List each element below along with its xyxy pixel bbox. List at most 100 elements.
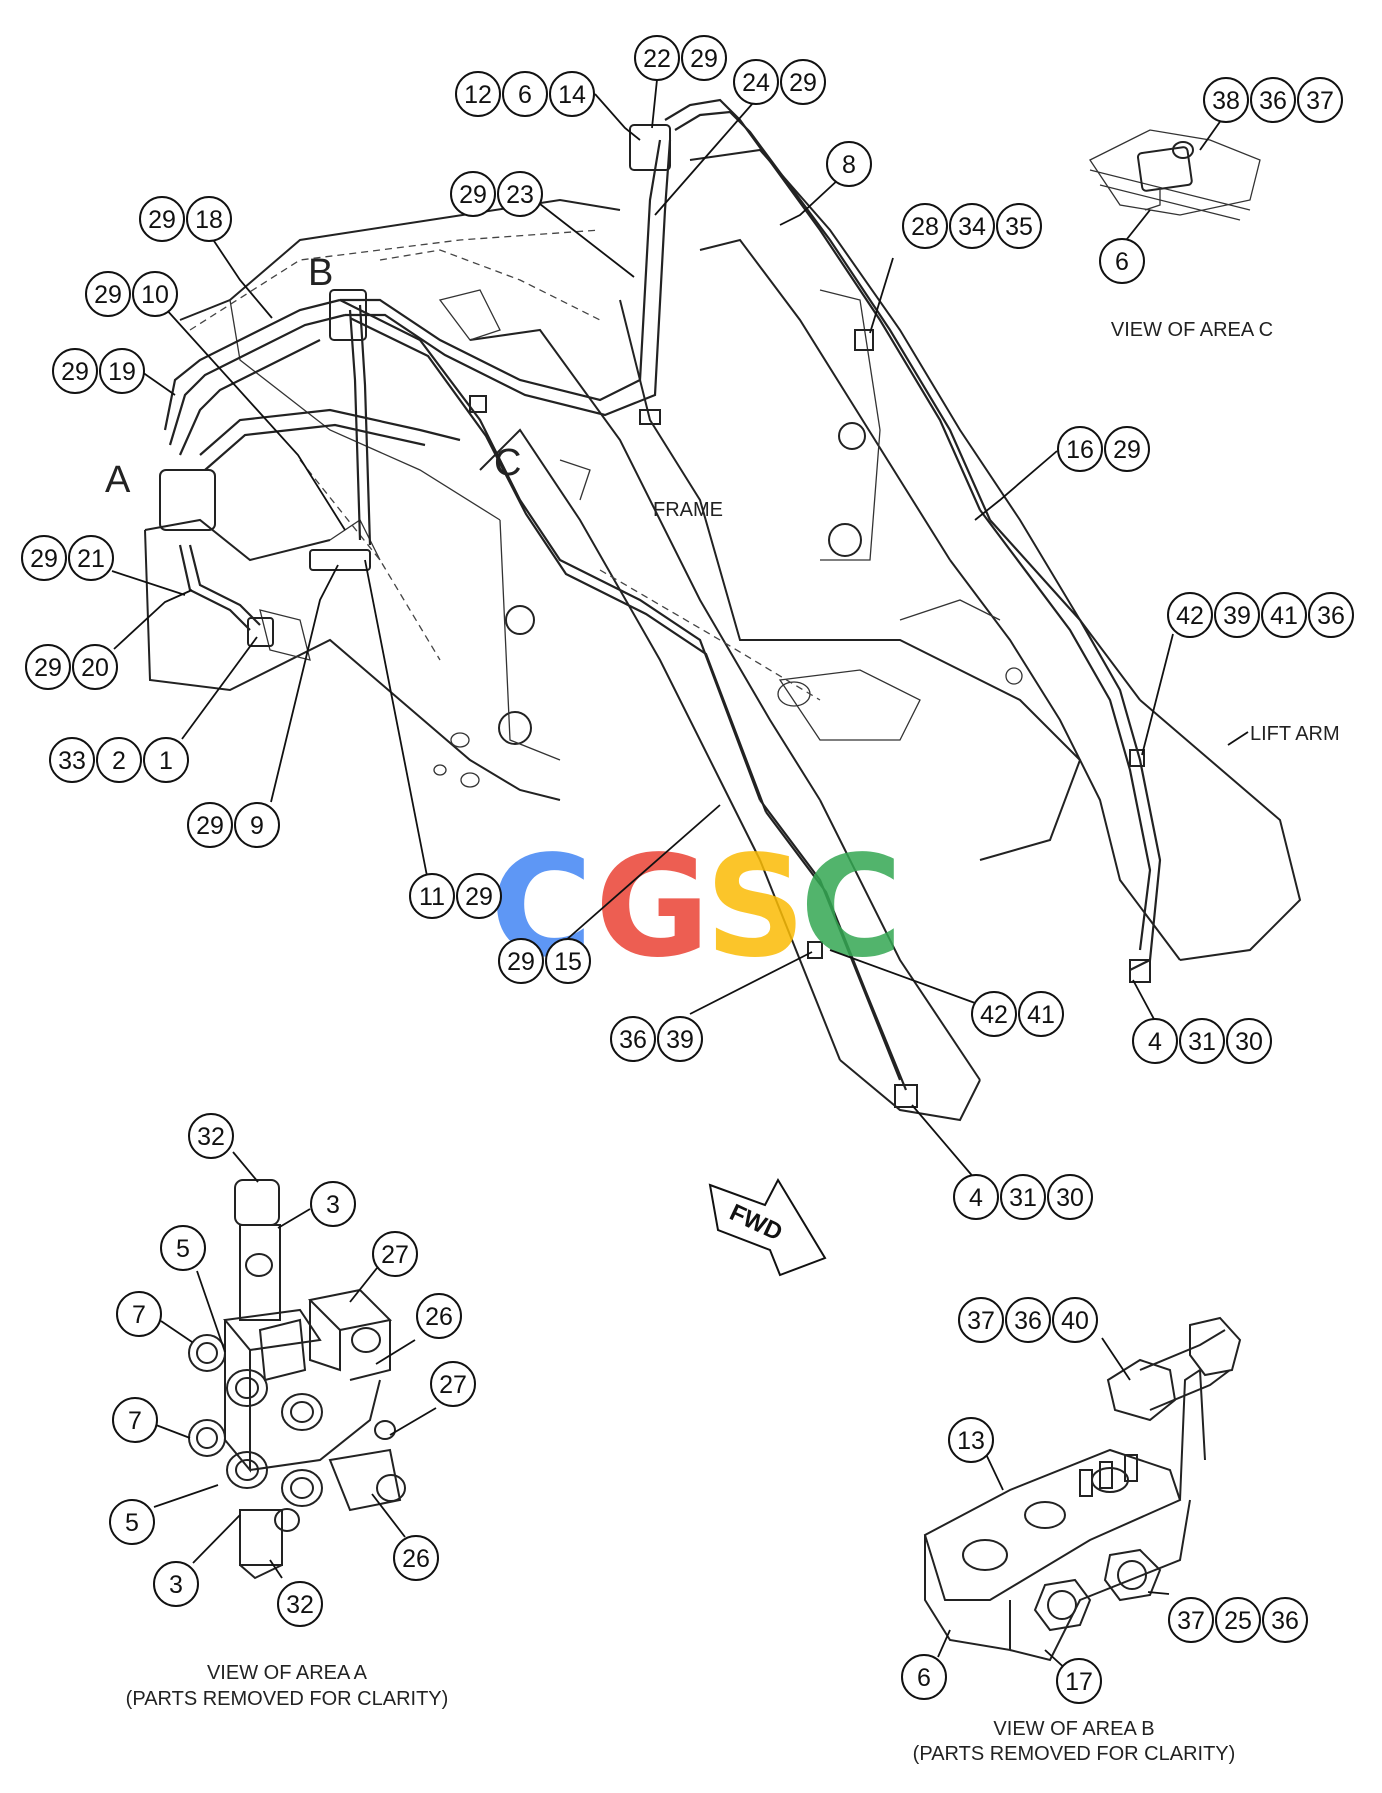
- callout-circle: [132, 271, 178, 317]
- callout-number: 33: [58, 747, 86, 775]
- callout-circle: [498, 938, 544, 984]
- callout-circle: [139, 196, 185, 242]
- callout-balloon: 32: [188, 1113, 234, 1159]
- area-c-view: [1089, 129, 1261, 221]
- callout-balloon: 3: [310, 1181, 356, 1227]
- callout-number: 35: [1005, 213, 1033, 241]
- callout-balloon: 37: [1168, 1597, 1214, 1643]
- callout-balloon: 4: [953, 1174, 999, 1220]
- hydraulic-tubes: [159, 98, 1162, 1108]
- callout-number: 21: [77, 545, 105, 573]
- area-b-caption-line2: (PARTS REMOVED FOR CLARITY): [913, 1743, 1236, 1765]
- callout-circle: [780, 59, 826, 105]
- callout-circle: [116, 1291, 162, 1337]
- callout-circle: [1018, 991, 1064, 1037]
- callout-number: 29: [459, 181, 487, 209]
- callout-number: 37: [1177, 1607, 1205, 1635]
- callout-number: 5: [176, 1235, 190, 1263]
- callout-balloon: 10: [132, 271, 178, 317]
- callout-number: 31: [1188, 1028, 1216, 1056]
- callout-g-28-34-35: 28 34 35: [902, 203, 1042, 249]
- watermark-letter-4: C: [800, 826, 903, 989]
- callout-circle: [99, 348, 145, 394]
- callout-number: 2: [112, 747, 126, 775]
- callout-circle: [187, 802, 233, 848]
- callout-balloon: 22: [634, 35, 680, 81]
- callout-circle: [1261, 592, 1307, 638]
- coupling-1: [247, 617, 274, 647]
- callout-g-32-bottom: 32: [277, 1581, 323, 1627]
- callout-circle: [234, 802, 280, 848]
- callout-balloon: 5: [109, 1499, 155, 1545]
- callout-balloon: 40: [1052, 1297, 1098, 1343]
- callout-balloon: 6: [901, 1654, 947, 1700]
- callout-number: 6: [917, 1664, 931, 1692]
- callout-circle: [455, 71, 501, 117]
- leader-lines: [111, 69, 1225, 1673]
- fittings-b: [329, 289, 367, 341]
- callout-balloon: 26: [416, 1293, 462, 1339]
- watermark: C G S C: [490, 826, 903, 989]
- callout-circle: [1215, 1597, 1261, 1643]
- callout-g-27-mid: 27: [430, 1361, 476, 1407]
- callout-balloon: 33: [49, 737, 95, 783]
- area-a-view: [188, 1179, 406, 1580]
- callout-balloon: 34: [949, 203, 995, 249]
- callout-circle: [372, 1231, 418, 1277]
- callout-g-32-top: 32: [188, 1113, 234, 1159]
- callout-number: 16: [1066, 436, 1094, 464]
- callout-balloon: 28: [902, 203, 948, 249]
- callout-circle: [1005, 1297, 1051, 1343]
- callout-balloon: 30: [1047, 1174, 1093, 1220]
- area-letter-b: B: [308, 252, 333, 294]
- callout-balloon: 29: [187, 802, 233, 848]
- machine-frame-drawing: [144, 148, 1302, 1122]
- callout-circle: [545, 938, 591, 984]
- callout-g-8: 8: [826, 141, 872, 187]
- callout-circle: [456, 873, 502, 919]
- callout-circle: [610, 1016, 656, 1062]
- callout-number: 41: [1270, 602, 1298, 630]
- callout-number: 29: [1113, 436, 1141, 464]
- callout-circle: [958, 1297, 1004, 1343]
- callout-circle: [901, 1654, 947, 1700]
- callout-number: 34: [958, 213, 986, 241]
- callout-number: 29: [61, 358, 89, 386]
- callout-circle: [409, 873, 455, 919]
- callout-balloon: 7: [116, 1291, 162, 1337]
- callout-circle: [634, 35, 680, 81]
- callout-balloon: 35: [996, 203, 1042, 249]
- callout-number: 29: [30, 545, 58, 573]
- callout-circle: [1047, 1174, 1093, 1220]
- callout-balloon: 27: [430, 1361, 476, 1407]
- callout-circle: [72, 644, 118, 690]
- callout-balloon: 36: [1308, 592, 1354, 638]
- callout-number: 40: [1061, 1307, 1089, 1335]
- area-a-caption-line1: VIEW OF AREA A: [207, 1662, 368, 1684]
- area-b-caption-line1: VIEW OF AREA B: [993, 1718, 1154, 1740]
- callout-g-5-top: 5: [160, 1225, 206, 1271]
- callout-circle: [393, 1535, 439, 1581]
- callout-circle: [160, 1225, 206, 1271]
- callout-balloon: 31: [1000, 1174, 1046, 1220]
- callout-number: 25: [1224, 1607, 1252, 1635]
- callout-number: 4: [1148, 1028, 1162, 1056]
- callout-g-13: 13: [948, 1417, 994, 1463]
- callout-balloon: 23: [497, 171, 543, 217]
- callout-number: 36: [619, 1026, 647, 1054]
- callout-number: 29: [34, 654, 62, 682]
- callout-number: 19: [108, 358, 136, 386]
- callout-balloon: 9: [234, 802, 280, 848]
- callout-number: 4: [969, 1184, 983, 1212]
- coupling-right: [1129, 959, 1151, 983]
- callout-number: 1: [159, 747, 173, 775]
- callout-number: 28: [911, 213, 939, 241]
- callout-circle: [21, 535, 67, 581]
- callout-number: 29: [507, 948, 535, 976]
- callout-circle: [1057, 426, 1103, 472]
